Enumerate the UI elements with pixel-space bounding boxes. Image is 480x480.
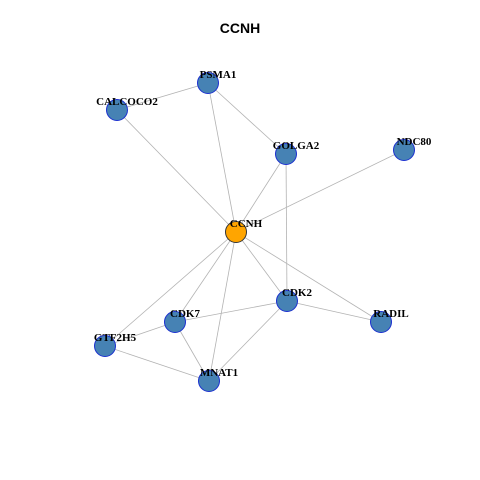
edge-ccnh-cdk2 xyxy=(235,231,288,302)
diagram-title: CCNH xyxy=(219,20,261,36)
node-label-psma1: PSMA1 xyxy=(200,69,237,81)
node-label-golga2: GOLGA2 xyxy=(273,140,320,152)
edge-cdk2-cdk7 xyxy=(174,300,288,323)
edge-psma1-golga2 xyxy=(207,82,287,155)
edge-gtf2h5-mnat1 xyxy=(104,345,210,382)
node-label-radil: RADIL xyxy=(373,308,408,320)
edge-psma1-ccnh xyxy=(207,82,237,233)
node-ndc80 xyxy=(393,139,415,161)
node-label-ndc80: NDC80 xyxy=(397,136,432,148)
edge-cdk2-radil xyxy=(286,300,382,323)
edge-cdk2-mnat1 xyxy=(208,300,288,382)
node-golga2 xyxy=(275,143,297,165)
edge-ccnh-radil xyxy=(235,231,382,323)
node-cdk2 xyxy=(276,290,298,312)
edge-calcoco2-ccnh xyxy=(116,109,237,233)
edge-golga2-cdk2 xyxy=(285,153,288,302)
node-mnat1 xyxy=(198,370,220,392)
node-label-ccnh: CCNH xyxy=(230,218,263,230)
edge-cdk7-gtf2h5 xyxy=(104,321,176,347)
edge-ccnh-gtf2h5 xyxy=(104,231,237,347)
edge-psma1-calcoco2 xyxy=(116,82,209,111)
node-psma1 xyxy=(197,72,219,94)
edge-ccnh-mnat1 xyxy=(208,231,237,382)
node-label-cdk2: CDK2 xyxy=(282,287,312,299)
node-radil xyxy=(370,311,392,333)
node-gtf2h5 xyxy=(94,335,116,357)
node-label-cdk7: CDK7 xyxy=(170,308,200,320)
node-ccnh xyxy=(225,221,247,243)
node-label-gtf2h5: GTF2H5 xyxy=(94,332,137,344)
edge-layer xyxy=(104,82,405,382)
node-calcoco2 xyxy=(106,99,128,121)
edge-ndc80-ccnh xyxy=(235,149,405,233)
node-label-mnat1: MNAT1 xyxy=(200,367,238,379)
node-label-calcoco2: CALCOCO2 xyxy=(96,96,158,108)
edge-cdk7-mnat1 xyxy=(174,321,210,382)
node-cdk7 xyxy=(164,311,186,333)
edge-ccnh-cdk7 xyxy=(174,231,237,323)
node-layer xyxy=(94,72,415,392)
edge-golga2-ccnh xyxy=(235,153,287,233)
